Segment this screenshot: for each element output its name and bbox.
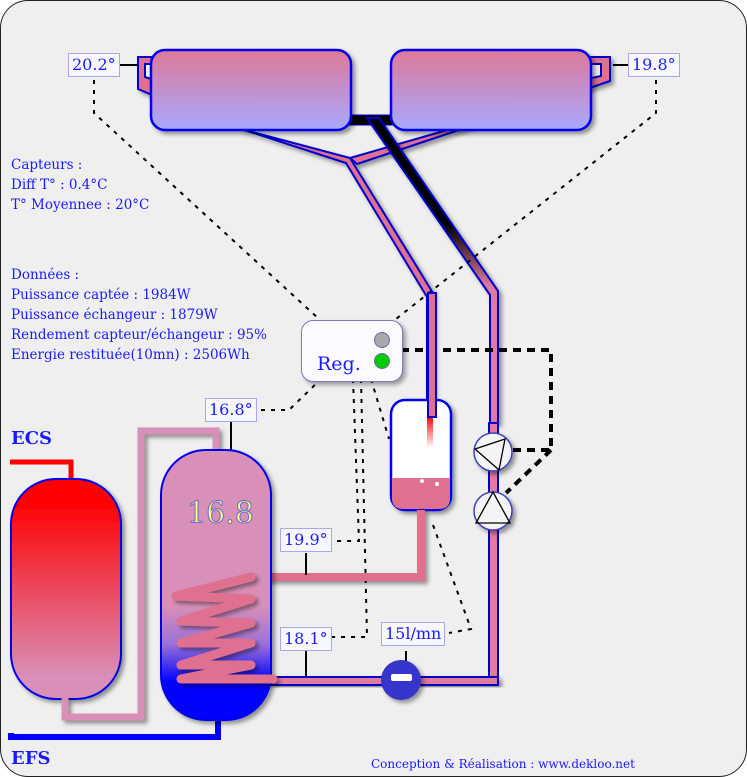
sensor-flow-rate: 15l/mn — [381, 622, 446, 646]
regulator[interactable]: Reg. — [301, 320, 403, 382]
solar-collector-left — [149, 48, 353, 132]
status-led-idle-icon — [374, 332, 390, 348]
ecs-label: ECS — [11, 428, 53, 449]
heat-exchanger-coil — [171, 572, 278, 684]
donnees-panel: Données : Puissance captée : 1984W Puiss… — [11, 265, 267, 365]
solar-collector-right — [389, 48, 593, 132]
ecs-tank — [10, 478, 122, 700]
storage-tank-temperature: 16.8 — [187, 496, 255, 532]
capteurs-title: Capteurs : — [11, 157, 83, 173]
donnees-energie: Energie restituée(10mn) : 2506Wh — [11, 347, 250, 363]
efs-label: EFS — [11, 748, 51, 769]
sensor-collector-right: 19.8° — [628, 53, 680, 77]
pump-lower — [473, 490, 513, 531]
donnees-puissance-captee: Puissance captée : 1984W — [11, 287, 191, 303]
donnees-rendement: Rendement capteur/échangeur : 95% — [11, 327, 267, 343]
flow-meter — [381, 660, 421, 700]
status-led-active-icon — [374, 353, 390, 369]
sensor-tank-top: 16.8° — [205, 398, 257, 422]
capteurs-diff: Diff T° : 0.4°C — [11, 177, 108, 193]
regulator-label: Reg. — [317, 353, 361, 375]
pump-upper — [473, 432, 513, 472]
sensor-exchanger-out: 18.1° — [280, 627, 332, 651]
capteurs-panel: Capteurs : Diff T° : 0.4°C T° Moyennee :… — [11, 155, 149, 215]
donnees-title: Données : — [11, 267, 80, 283]
capteurs-moyenne: T° Moyennee : 20°C — [11, 197, 150, 213]
donnees-puissance-echangeur: Puissance échangeur : 1879W — [11, 307, 218, 323]
footer-credit[interactable]: Conception & Réalisation : www.dekloo.ne… — [371, 757, 635, 771]
sensor-collector-left: 20.2° — [68, 53, 120, 77]
sensor-exchanger-in: 19.9° — [280, 528, 332, 552]
